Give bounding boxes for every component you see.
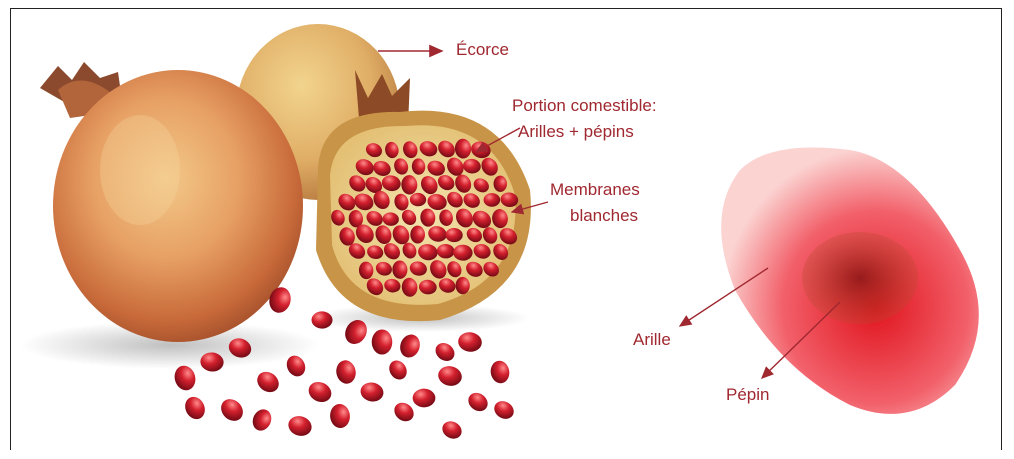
aril (181, 394, 208, 423)
aril (391, 399, 418, 425)
aril (491, 398, 517, 423)
aril (217, 395, 248, 426)
aril (372, 329, 393, 354)
aril (489, 359, 511, 384)
aril (397, 332, 423, 361)
aril (286, 413, 314, 438)
membranes-label-line2: blanches (570, 206, 638, 226)
membranes-label-line1: Membranes (550, 180, 640, 200)
ecorce-label: Écorce (456, 40, 509, 60)
portion-label-line1: Portion comestible: (512, 96, 657, 116)
arille-label: Arille (633, 330, 671, 350)
aril (305, 378, 334, 405)
aril (436, 364, 463, 388)
pepin-seed (802, 232, 918, 324)
aril (457, 331, 483, 353)
aril (484, 193, 501, 207)
aril (253, 368, 283, 397)
pepin-label: Pépin (726, 385, 769, 405)
aril (413, 389, 436, 408)
portion-label-line2: Arilles + pépins (518, 122, 634, 142)
aril (386, 357, 410, 383)
aril (311, 311, 332, 328)
aril (439, 418, 465, 442)
aril (432, 339, 458, 364)
aril (249, 406, 274, 433)
aril (334, 359, 357, 386)
aril (329, 403, 351, 429)
magnified-aril (721, 148, 979, 414)
aril (465, 389, 492, 415)
aril (359, 381, 385, 404)
